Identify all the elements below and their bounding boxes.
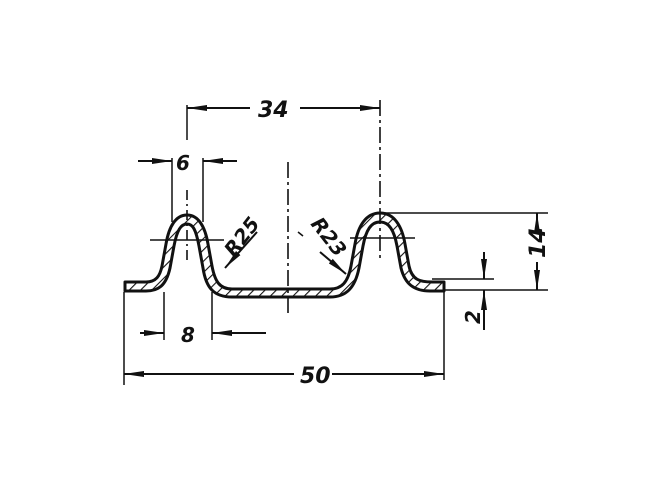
dimension-14: 14 [526,213,551,290]
dimension-50: 50 [124,364,444,389]
radius-r25-label: R25 [219,212,265,261]
dim-34-label: 34 [258,98,289,123]
dim-6-label: 6 [176,151,190,175]
radius-r23-label: R23 [306,212,352,261]
dim-50-label: 50 [300,364,331,389]
dimension-6: 6 [138,151,237,175]
dimension-2: 2 [461,252,487,330]
sheet-profile [123,211,446,299]
dim-8-label: 8 [181,323,195,347]
dimension-34: 34 [187,98,380,123]
center-lines [150,100,415,315]
profile-section [123,211,446,299]
dim-2-label: 2 [461,310,485,324]
dimension-8: 8 [140,323,266,347]
radius-r23: R23 [297,212,352,275]
radius-r25: R25 [219,212,265,269]
dim-14-label: 14 [526,227,551,258]
